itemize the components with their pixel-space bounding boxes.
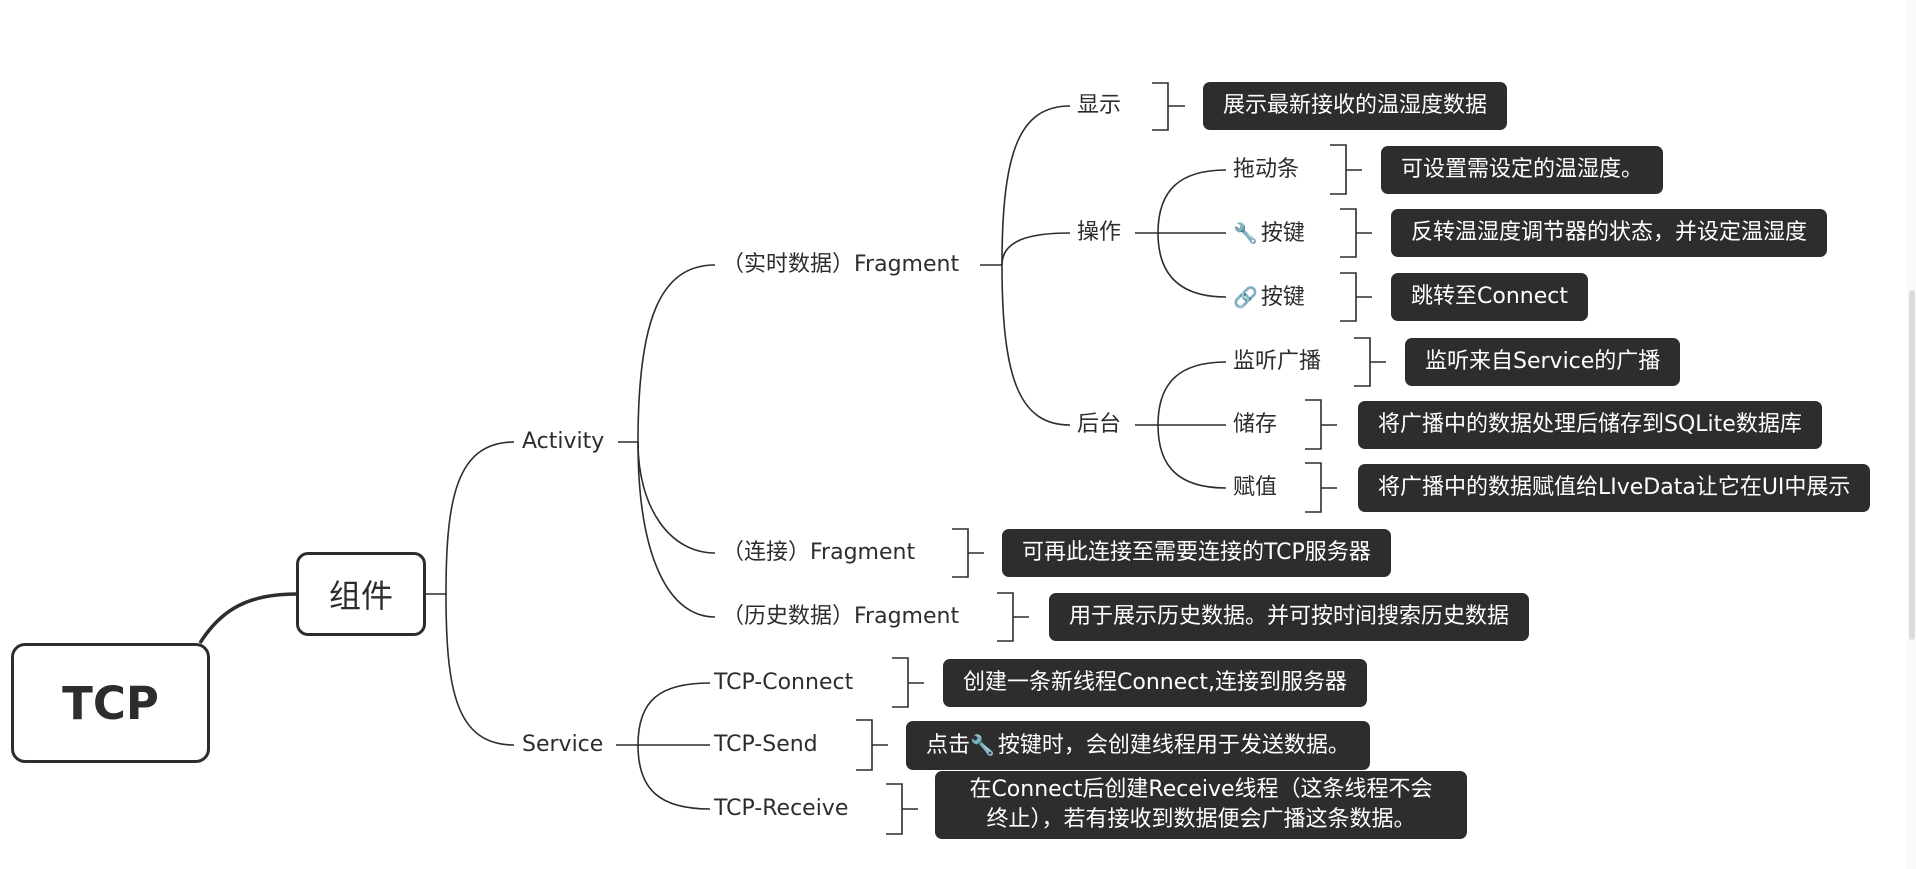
bracket-listen bbox=[1354, 337, 1386, 387]
topic-backend[interactable]: 后台 bbox=[1075, 410, 1124, 440]
connector-realtime-display bbox=[1001, 105, 1071, 266]
topic-store[interactable]: 储存 bbox=[1231, 410, 1280, 440]
topic-tcp-connect[interactable]: TCP-Connect bbox=[712, 668, 856, 698]
note-tcp-receive-line2: 终止），若有接收到数据便会广播这条数据。 bbox=[986, 807, 1416, 832]
topic-tcp-send[interactable]: TCP-Send bbox=[712, 730, 820, 760]
note-tcp-connect: 创建一条新线程Connect,连接到服务器 bbox=[943, 659, 1367, 707]
connector-main-service bbox=[445, 593, 515, 746]
connector-backend-listen bbox=[1157, 361, 1227, 426]
connector-backend-assign bbox=[1157, 424, 1227, 489]
note-tcp-send-post: 按键时，会创建线程用于发送数据。 bbox=[997, 733, 1350, 758]
main-topic-components[interactable]: 组件 bbox=[296, 552, 426, 636]
topic-service[interactable]: Service bbox=[520, 730, 606, 760]
wrench-button-label: 按键 bbox=[1260, 221, 1305, 246]
topic-activity[interactable]: Activity bbox=[520, 427, 607, 457]
connector-realtime-backend bbox=[1001, 264, 1071, 426]
bracket-link bbox=[1340, 272, 1372, 322]
note-tcp-receive-line1: 在Connect后创建Receive线程（这条线程不会 bbox=[969, 777, 1433, 802]
connector-service-connect bbox=[637, 682, 711, 746]
topic-wrench-button[interactable]: 🔧按键 bbox=[1231, 218, 1307, 249]
wrench-icon: 🔧 bbox=[970, 733, 995, 757]
connector-activity-history bbox=[637, 441, 716, 618]
link-icon: 🔗 bbox=[1233, 285, 1258, 309]
note-link-button: 跳转至Connect bbox=[1391, 273, 1588, 321]
topic-operate[interactable]: 操作 bbox=[1075, 218, 1124, 248]
note-store: 将广播中的数据处理后储存到SQLite数据库 bbox=[1358, 401, 1822, 449]
topic-connect-fragment[interactable]: （连接）Fragment bbox=[720, 538, 918, 568]
note-tcp-receive: 在Connect后创建Receive线程（这条线程不会 终止），若有接收到数据便… bbox=[935, 771, 1467, 839]
bracket-assign bbox=[1305, 462, 1337, 513]
connector-activity-realtime bbox=[637, 264, 716, 443]
wrench-icon: 🔧 bbox=[1233, 221, 1258, 245]
bracket-history bbox=[997, 592, 1029, 642]
topic-assign[interactable]: 赋值 bbox=[1231, 473, 1280, 503]
topic-history-fragment[interactable]: （历史数据）Fragment bbox=[720, 602, 962, 632]
note-wrench-button: 反转温湿度调节器的状态，并设定温湿度 bbox=[1391, 209, 1828, 257]
topic-listen-broadcast[interactable]: 监听广播 bbox=[1231, 347, 1324, 377]
note-history-fragment: 用于展示历史数据。并可按时间搜索历史数据 bbox=[1049, 593, 1530, 641]
bracket-connect bbox=[952, 528, 984, 578]
bracket-slider bbox=[1330, 144, 1362, 195]
note-display: 展示最新接收的温湿度数据 bbox=[1203, 82, 1508, 130]
connector-root-main bbox=[198, 592, 298, 644]
note-tcp-send: 点击🔧按键时，会创建线程用于发送数据。 bbox=[906, 721, 1370, 770]
connector-operate-link bbox=[1157, 232, 1227, 298]
bracket-wrench bbox=[1340, 208, 1372, 258]
bracket-store bbox=[1305, 399, 1337, 450]
note-listen-broadcast: 监听来自Service的广播 bbox=[1405, 338, 1681, 386]
bracket-tcp-send bbox=[856, 719, 888, 771]
connector-main-activity bbox=[426, 441, 515, 595]
topic-tcp-receive[interactable]: TCP-Receive bbox=[712, 794, 851, 824]
topic-slider[interactable]: 拖动条 bbox=[1231, 155, 1302, 185]
bracket-tcp-connect bbox=[892, 657, 924, 708]
vertical-scrollbar[interactable] bbox=[1907, 0, 1916, 869]
link-button-label: 按键 bbox=[1260, 285, 1305, 310]
note-tcp-send-pre: 点击 bbox=[926, 733, 971, 758]
topic-link-button[interactable]: 🔗按键 bbox=[1231, 282, 1307, 313]
bracket-display bbox=[1152, 82, 1185, 131]
bracket-tcp-receive bbox=[886, 783, 918, 835]
connector-activity-connect bbox=[637, 441, 716, 554]
connector-operate-slider bbox=[1157, 169, 1227, 234]
topic-realtime-fragment[interactable]: （实时数据）Fragment bbox=[720, 250, 962, 280]
scrollbar-thumb[interactable] bbox=[1909, 290, 1915, 640]
note-assign: 将广播中的数据赋值给LIveData让它在UI中展示 bbox=[1358, 464, 1871, 512]
note-slider: 可设置需设定的温湿度。 bbox=[1381, 146, 1664, 194]
root-node[interactable]: TCP bbox=[11, 643, 210, 763]
topic-display[interactable]: 显示 bbox=[1075, 91, 1124, 121]
note-connect-fragment: 可再此连接至需要连接的TCP服务器 bbox=[1002, 529, 1391, 577]
connector-realtime-operate bbox=[1001, 232, 1071, 266]
connector-service-receive bbox=[637, 744, 711, 810]
